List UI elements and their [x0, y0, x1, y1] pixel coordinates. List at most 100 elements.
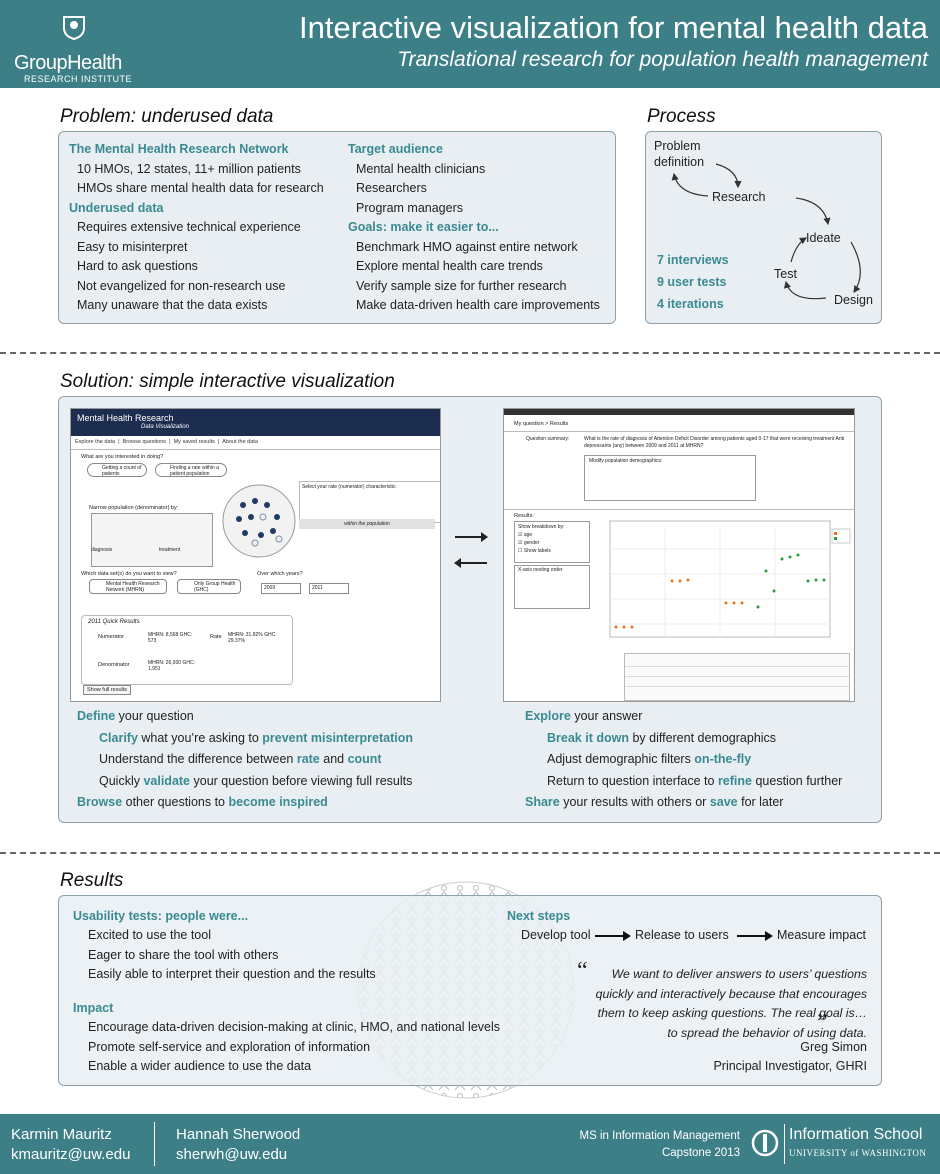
divider-2 [0, 852, 940, 854]
problem-heading: Problem: underused data [60, 106, 274, 127]
next-step-2: Release to users [635, 928, 729, 942]
problem-item: Requires extensive technical experience [77, 220, 301, 234]
ghc-checkbox[interactable]: Only Group Health (GHC) [177, 579, 241, 594]
opt-count[interactable]: Getting a count of patients [87, 463, 147, 477]
poster-title: Interactive visualization for mental hea… [299, 10, 928, 45]
solution-item: Return to question interface to refine q… [547, 774, 842, 788]
solution-item: Explore your answer [525, 709, 642, 723]
app-tabs: Explore the data | Browse questions | My… [75, 439, 258, 445]
solution-item: Adjust demographic filters on-the-fly [547, 752, 751, 766]
solution-item-part: by different demographics [628, 730, 777, 745]
crest-icon [63, 16, 85, 40]
year-from-select[interactable]: 2009 [261, 583, 301, 594]
summary-label: Question summary: [526, 436, 570, 442]
school-name: Information School [789, 1126, 923, 1143]
arrow-right-icon [595, 931, 631, 941]
problem-item: Many unaware that the data exists [77, 298, 268, 312]
step-test: Test [774, 267, 797, 281]
results-heading: Results [60, 870, 124, 891]
arrow-right-icon [737, 931, 773, 941]
diag-label: diagnosis [91, 547, 113, 553]
solution-item-part: your answer [570, 709, 643, 723]
population-circle [222, 484, 296, 558]
year-to-select[interactable]: 2011 [309, 583, 349, 594]
next-steps-heading: Next steps [507, 909, 571, 923]
org-name: GroupHealth [14, 52, 122, 74]
show-labels[interactable]: ☐ Show labels [518, 548, 551, 554]
usability-heading: Usability tests: people were... [73, 909, 249, 923]
usability-item: Excited to use the tool [88, 928, 211, 942]
quote-role: Principal Investigator, GHRI [713, 1059, 867, 1073]
mhrn-checkbox[interactable]: Mental Health Research Network (MHRN) [89, 579, 167, 594]
breakdown-age[interactable]: ☑ age [518, 532, 533, 538]
solution-item-part: Return to question interface to [547, 773, 718, 788]
impact-item: Enable a wider audience to use the data [88, 1059, 312, 1073]
divider-1 [0, 352, 940, 354]
denominator-values: MHRN: 26,930 GHC: 1,951 [148, 660, 195, 672]
tab-explore[interactable]: Explore the data [75, 439, 116, 445]
show-full-results-button[interactable]: Show full results [83, 685, 132, 695]
tab-saved[interactable]: My saved results [173, 439, 215, 445]
quote-text: We want to deliver answers to users’ que… [595, 967, 867, 1040]
next-step-3: Measure impact [777, 928, 866, 942]
solution-item: Understand the difference between rate a… [99, 752, 382, 766]
solution-item-part: on-the-fly [694, 752, 752, 767]
denominator-label: Denominator [98, 662, 130, 668]
stat-interviews: 7 interviews [657, 253, 729, 267]
solution-item-part: Adjust demographic filters [547, 752, 695, 767]
solution-item-part: your question before viewing full result… [190, 773, 413, 788]
problem-subheading: Underused data [69, 200, 164, 215]
rate-label: Rate [210, 634, 222, 640]
denominator-selectors[interactable] [91, 513, 213, 567]
numerator-selector[interactable]: Select your rate (numerator) characteris… [299, 481, 440, 523]
tab-browse[interactable]: Browse questions [122, 439, 167, 445]
tab-about[interactable]: About the data [222, 439, 258, 445]
xaxis-order-panel[interactable]: X-axis nesting order [514, 565, 590, 609]
author-1-email[interactable]: kmauritz@uw.edu [11, 1146, 131, 1163]
author-2-email[interactable]: sherwh@uw.edu [176, 1146, 288, 1163]
solution-item-part: save [709, 795, 738, 810]
problem-subheading: Target audience [348, 142, 443, 156]
open-quote-icon: “ [577, 958, 588, 984]
stat-iterations: 4 iterations [657, 297, 724, 311]
numerator-label: Numerator [98, 634, 124, 640]
modify-demographics[interactable]: Modify population demographics: [584, 455, 756, 501]
poster-subtitle: Translational research for population he… [397, 48, 928, 71]
results-box: Usability tests: people were... Excited … [58, 895, 882, 1086]
close-quote-icon: ” [817, 1010, 828, 1036]
breakdown-gender[interactable]: ☑ gender [518, 540, 540, 546]
author-2-name: Hannah Sherwood [176, 1126, 301, 1143]
results-interface-screenshot: My question > Results Question summary: … [503, 408, 855, 702]
stat-user-tests: 9 user tests [657, 275, 727, 289]
solution-item-part: Clarify [99, 730, 138, 745]
solution-item: Browse other questions to become inspire… [77, 795, 328, 809]
usability-item: Easily able to interpret their question … [88, 967, 376, 981]
q-interest: What are you interested in doing? [81, 454, 164, 460]
solution-item-part: and [319, 752, 348, 767]
swap-arrows [454, 532, 488, 568]
step-problem-definition: Problem definition [654, 139, 705, 169]
solution-item-part: Explore [525, 709, 571, 723]
problem-item: Researchers [356, 181, 427, 195]
breakdown-panel[interactable]: Show breakdown by: ☑ age ☑ gender ☐ Show… [514, 521, 590, 563]
solution-item-part: refine [717, 773, 752, 788]
next-step-1: Develop tool [521, 928, 591, 942]
opt-rate[interactable]: Finding a rate within a patient populati… [155, 463, 227, 477]
results-breadcrumb[interactable]: My question > Results [514, 421, 569, 427]
solution-item-part: rate [296, 752, 320, 767]
solution-item-part: become inspired [228, 795, 328, 810]
solution-item: Share your results with others or save f… [525, 795, 783, 809]
problem-item: HMOs share mental health data for resear… [77, 181, 324, 195]
solution-item-part: your results with others or [559, 795, 710, 810]
treat-label: treatment [159, 547, 181, 553]
solution-item-part: Understand the difference between [99, 752, 297, 767]
author-1-name: Karmin Mauritz [11, 1126, 112, 1143]
problem-item: Program managers [356, 200, 463, 215]
question-interface-screenshot: Mental Health Research Data Visualizatio… [70, 408, 441, 702]
problem-item: Hard to ask questions [77, 259, 198, 273]
university-name: UNIVERSITY of WASHINGTON [789, 1148, 927, 1158]
results-label: Results: [514, 513, 534, 519]
org-sub: RESEARCH INSTITUTE [24, 74, 133, 84]
solution-item-part: Define [77, 709, 116, 723]
problem-subheading: Goals: make it easier to... [348, 220, 499, 234]
